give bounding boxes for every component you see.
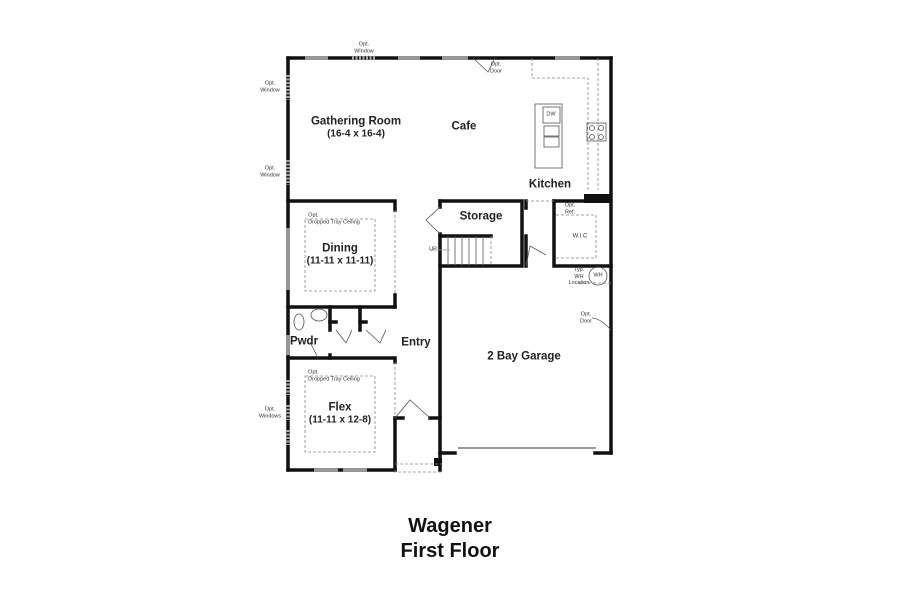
flex-ceiling-label: Opt.Dropped Tray Ceiling xyxy=(308,369,360,382)
room-cafe: Cafe xyxy=(451,120,477,133)
room-entry: Entry xyxy=(401,336,431,349)
floor-name: First Floor xyxy=(400,540,500,562)
room-wic: W.I.C xyxy=(572,233,588,240)
room-garage: 2 Bay Garage xyxy=(487,350,561,363)
room-flex: Flex (11-11 x 12-8) xyxy=(308,401,372,426)
plan-name: Wagener xyxy=(408,515,492,537)
opt-windows-flex-label: Opt.Windows xyxy=(258,406,282,419)
opt-window-left-lower-label: Opt.Window xyxy=(260,165,280,178)
room-kitchen: Kitchen xyxy=(528,178,572,191)
opt-door-top-label: Opt.Door xyxy=(490,61,502,74)
dishwasher-label: DW xyxy=(546,111,556,118)
opt-window-left-upper-label: Opt.Window xyxy=(260,80,280,93)
water-heater-label: WH xyxy=(593,272,603,279)
opt-window-top-label: Opt.Window xyxy=(354,41,374,54)
room-pwdr: Pwdr xyxy=(289,335,319,348)
opt-ref-label: Opt.Ref. xyxy=(564,202,576,215)
dining-ceiling-label: Opt.Dropped Tray Ceiling xyxy=(308,212,360,225)
wall-block xyxy=(584,194,611,203)
room-gathering: Gathering Room (16-4 x 16-4) xyxy=(310,115,402,140)
opt-door-garage-label: Opt.Door xyxy=(580,311,592,324)
stairs-up-label: UP xyxy=(429,246,437,253)
room-dining: Dining (11-11 x 11-11) xyxy=(306,242,374,267)
room-storage: Storage xyxy=(459,210,503,223)
